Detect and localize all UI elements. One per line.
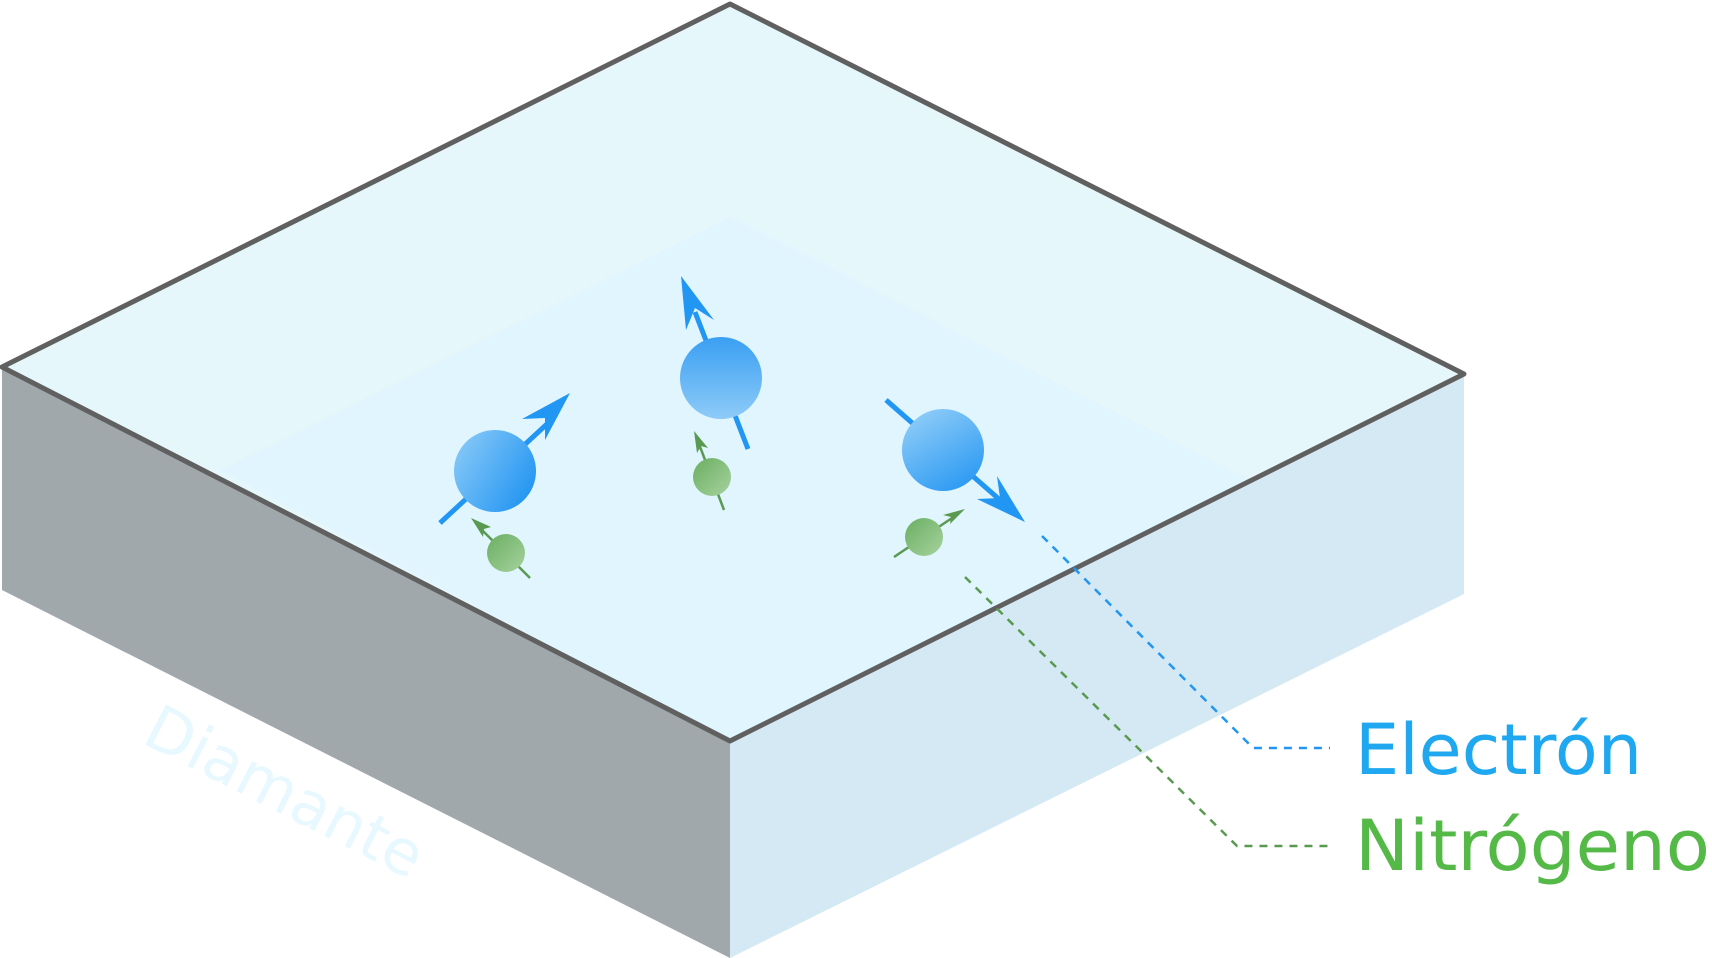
nuclear-spin-head (694, 431, 708, 453)
diamond-slab (0, 1, 1467, 958)
nitrogen-3 (893, 509, 965, 559)
slab-right-face (730, 374, 1464, 958)
nitrogen-sphere (693, 458, 731, 496)
spin-arrow-head (681, 276, 714, 330)
nuclear-spin-head (471, 518, 491, 537)
spin-arrow-head (977, 476, 1025, 522)
nitrogen-sphere (487, 534, 525, 572)
nitrogen-2 (693, 431, 731, 511)
electron-1 (438, 393, 570, 525)
electron-sphere (902, 409, 984, 491)
nitrogen-label: Nitrógeno (1355, 805, 1710, 887)
nitrogen-leader-line (964, 576, 1334, 848)
slab-top-inner-shade (220, 217, 1250, 741)
nitrogen-sphere (905, 518, 943, 556)
electron-3 (884, 398, 1025, 522)
electron-2 (680, 276, 762, 450)
slab-left-face (2, 367, 730, 958)
electron-sphere (454, 430, 536, 512)
electron-label: Electrón (1355, 709, 1642, 791)
nitrogen-1 (471, 518, 531, 579)
electron-sphere (680, 337, 762, 419)
nuclear-spin-head (943, 509, 965, 524)
slab-top-edges (0, 1, 1467, 744)
electron-leader-line (1041, 535, 1330, 750)
spin-arrow-head (522, 393, 570, 440)
